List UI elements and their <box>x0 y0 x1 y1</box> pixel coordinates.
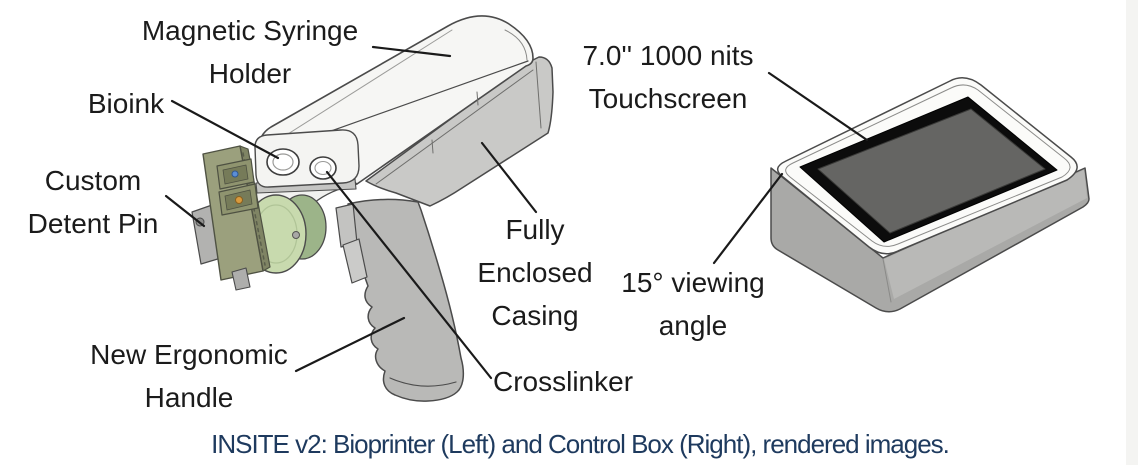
label-line: 7.0'' 1000 nits <box>582 40 754 71</box>
control-box-render <box>770 77 1090 313</box>
label-crosslinker: Crosslinker <box>493 360 633 403</box>
label-touchscreen-spec: 7.0'' 1000 nits Touchscreen <box>582 34 753 120</box>
enclosed-casing-part <box>365 56 554 207</box>
label-line: angle <box>658 310 728 341</box>
leader-line-fully-enclosed-casing <box>480 141 538 214</box>
label-line: Magnetic Syringe <box>141 15 359 46</box>
connector-orange-pin <box>235 196 243 204</box>
leader-line-touchscreen <box>767 71 869 142</box>
trigger-bar <box>342 238 368 284</box>
roller-screw <box>292 231 300 239</box>
label-line: Touchscreen <box>588 83 748 114</box>
label-fully-enclosed-casing: Fully Enclosed Casing <box>477 208 592 337</box>
leader-line-bioink <box>170 99 280 160</box>
label-line: New Ergonomic <box>90 339 288 370</box>
label-line: Handle <box>144 382 234 413</box>
label-bioink: Bioink <box>88 82 164 125</box>
figure-caption: INSITE v2: Bioprinter (Left) and Control… <box>211 429 950 459</box>
label-line: Casing <box>491 300 579 331</box>
label-new-ergonomic-handle: New Ergonomic Handle <box>90 333 288 419</box>
bioink-port-hole <box>266 148 300 176</box>
label-viewing-angle: 15° viewing angle <box>621 261 765 347</box>
control-box-side-right <box>884 170 1087 299</box>
label-line: Crosslinker <box>493 366 634 397</box>
control-box-top-inner-line <box>785 84 1071 247</box>
touchscreen-display <box>817 108 1046 234</box>
page-edge-strip <box>1126 0 1138 465</box>
label-line: Holder <box>208 58 292 89</box>
leader-lines <box>164 45 869 380</box>
bioprinter-render <box>191 15 554 402</box>
ergonomic-handle <box>347 198 465 402</box>
leader-line-magnetic-syringe-holder <box>371 45 452 58</box>
label-line: Detent Pin <box>27 208 159 239</box>
plate-tab <box>231 267 251 291</box>
label-custom-detent-pin: Custom Detent Pin <box>28 159 159 245</box>
label-line: Enclosed <box>477 257 593 288</box>
label-magnetic-syringe-holder: Magnetic Syringe Holder <box>142 9 358 95</box>
leader-line-viewing-angle <box>712 172 784 265</box>
label-line: Fully <box>505 214 565 245</box>
leader-line-new-ergonomic-handle <box>294 316 406 373</box>
leader-line-custom-detent-pin <box>164 194 206 228</box>
label-line: Bioink <box>87 88 165 119</box>
connector-blue-pin <box>231 170 239 178</box>
label-line: Custom <box>44 165 142 196</box>
label-line: 15° viewing <box>621 267 765 298</box>
leader-line-crosslinker <box>325 170 493 380</box>
crosslinker-port-hole <box>309 156 337 180</box>
